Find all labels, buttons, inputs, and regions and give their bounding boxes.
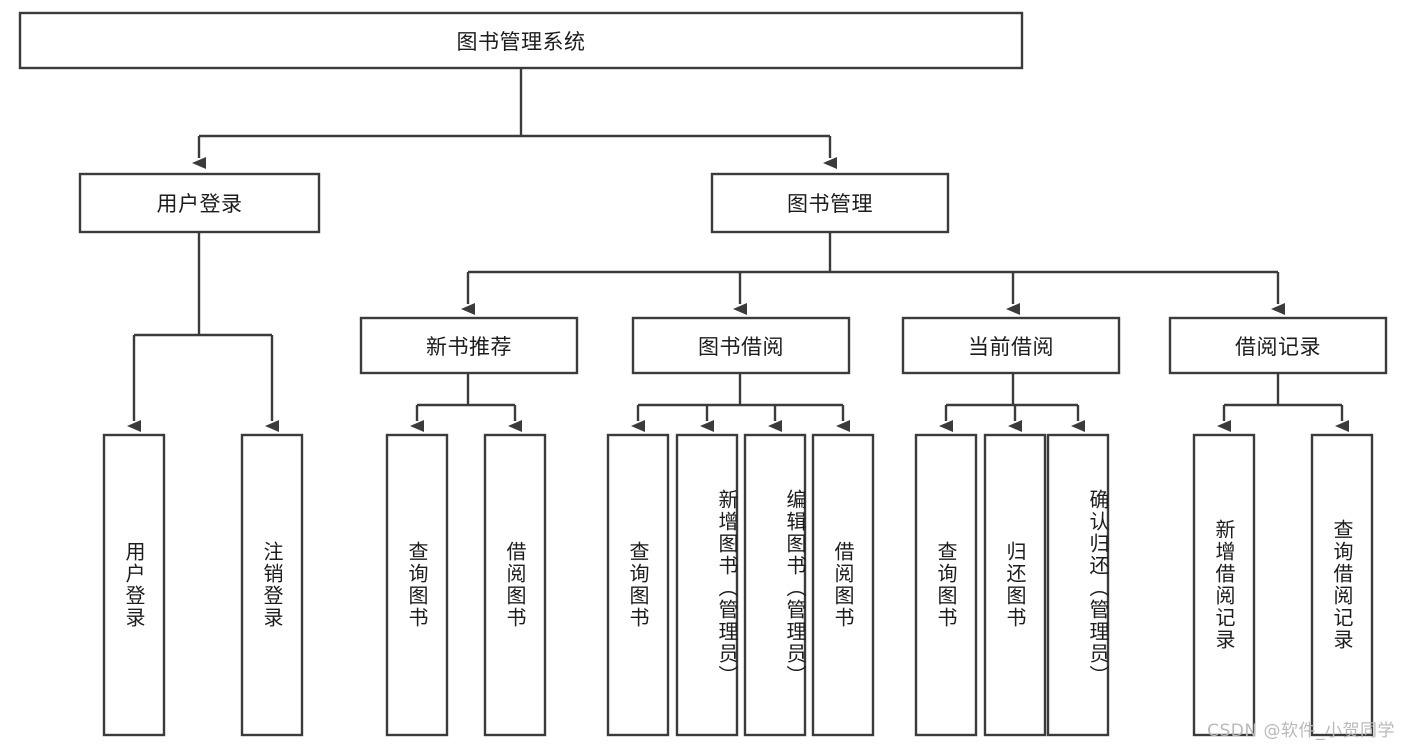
node-box-leaf-add-record[interactable] — [1192, 433, 1256, 737]
node-box-leaf-query-book-2[interactable] — [606, 433, 670, 737]
node-box-leaf-edit-book[interactable] — [743, 433, 807, 737]
node-box-leaf-query-book-1[interactable] — [385, 433, 449, 737]
node-box-user-login[interactable] — [78, 172, 321, 234]
node-box-borrow-record[interactable] — [1168, 316, 1388, 375]
watermark: CSDN @软件_小贺同学 — [1207, 721, 1395, 741]
node-box-book-borrow[interactable] — [631, 316, 851, 375]
node-box-leaf-logout-login[interactable] — [240, 433, 304, 737]
node-box-leaf-confirm-return[interactable] — [1046, 433, 1110, 737]
node-box-current-borrow[interactable] — [901, 316, 1121, 375]
node-box-leaf-borrow-book-2[interactable] — [811, 433, 875, 737]
node-box-leaf-borrow-book-1[interactable] — [483, 433, 547, 737]
node-box-leaf-query-book-3[interactable] — [914, 433, 978, 737]
node-box-layer — [18, 11, 1388, 737]
node-box-leaf-user-login[interactable] — [102, 433, 166, 737]
node-box-leaf-query-record[interactable] — [1310, 433, 1374, 737]
node-box-leaf-return-book[interactable] — [983, 433, 1047, 737]
node-box-root[interactable] — [18, 11, 1024, 70]
connector-layer — [127, 68, 1349, 432]
node-box-book-management[interactable] — [710, 172, 950, 234]
node-box-new-book-recommend[interactable] — [359, 316, 579, 375]
node-box-leaf-add-book[interactable] — [675, 433, 739, 737]
